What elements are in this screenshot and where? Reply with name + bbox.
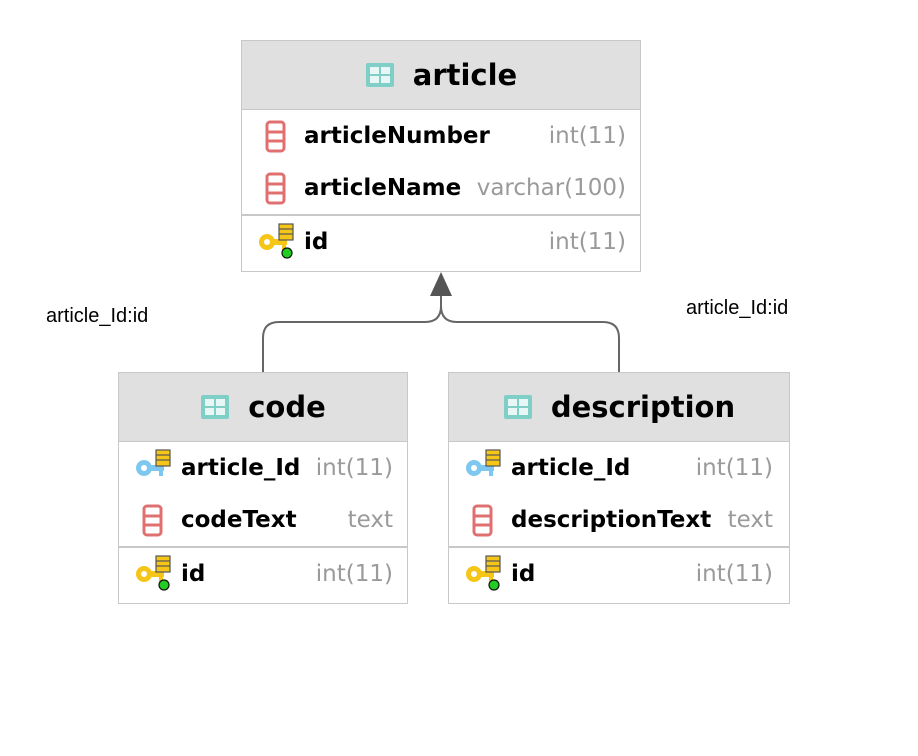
- foreign-key-icon: [136, 449, 171, 476]
- entity-header: code: [119, 373, 407, 442]
- key-row[interactable]: id int(11): [449, 548, 789, 600]
- column-name: articleName: [304, 175, 462, 201]
- column-type: int(11): [315, 455, 393, 481]
- column-row[interactable]: article_Id int(11): [119, 442, 407, 494]
- column-name: article_Id: [511, 455, 631, 481]
- table-icon: [503, 395, 532, 419]
- column-type: text: [347, 507, 393, 533]
- entity-title: description: [550, 390, 736, 424]
- entity-title: article: [412, 58, 518, 92]
- column-name: codeText: [181, 507, 297, 533]
- column-type: int(11): [695, 455, 773, 481]
- entity-code[interactable]: code article_Id int(11) codeText text: [118, 372, 408, 604]
- inheritance-arrowhead: [430, 272, 452, 296]
- column-icon: [265, 120, 286, 153]
- key-name: id: [304, 229, 329, 255]
- key-divider: [449, 546, 789, 548]
- primary-key-icon: [466, 555, 501, 591]
- key-row[interactable]: id int(11): [119, 548, 407, 600]
- key-type: int(11): [695, 561, 773, 587]
- entity-article[interactable]: article articleNumber int(11) articleNam…: [241, 40, 641, 272]
- key-divider: [119, 546, 407, 548]
- column-type: varchar(100): [476, 175, 626, 201]
- relation-label-description: article_Id:id: [686, 297, 789, 319]
- table-icon: [365, 63, 394, 87]
- column-icon: [265, 172, 286, 205]
- column-row[interactable]: descriptionText text: [449, 494, 789, 546]
- column-icon: [472, 504, 493, 537]
- entity-description[interactable]: description article_Id int(11) descripti…: [448, 372, 790, 604]
- key-name: id: [181, 561, 206, 587]
- key-type: int(11): [315, 561, 393, 587]
- entity-header: article: [242, 41, 640, 110]
- column-type: int(11): [548, 123, 626, 149]
- connector-description-article: [440, 296, 620, 372]
- primary-key-icon: [136, 555, 171, 591]
- column-row[interactable]: articleNumber int(11): [242, 110, 640, 162]
- column-name: descriptionText: [511, 507, 712, 533]
- table-icon: [201, 395, 230, 419]
- key-type: int(11): [548, 229, 626, 255]
- column-icon: [142, 504, 163, 537]
- key-name: id: [511, 561, 536, 587]
- column-name: articleNumber: [304, 123, 490, 149]
- relation-label-code: article_Id:id: [46, 305, 149, 327]
- column-name: article_Id: [181, 455, 301, 481]
- column-row[interactable]: articleName varchar(100): [242, 162, 640, 214]
- column-row[interactable]: article_Id int(11): [449, 442, 789, 494]
- entity-header: description: [449, 373, 789, 442]
- column-type: text: [727, 507, 773, 533]
- column-row[interactable]: codeText text: [119, 494, 407, 546]
- primary-key-icon: [259, 223, 294, 259]
- key-row[interactable]: id int(11): [242, 216, 640, 268]
- key-divider: [242, 214, 640, 216]
- entity-title: code: [248, 390, 326, 424]
- foreign-key-icon: [466, 449, 501, 476]
- connector-code-article: [262, 296, 442, 372]
